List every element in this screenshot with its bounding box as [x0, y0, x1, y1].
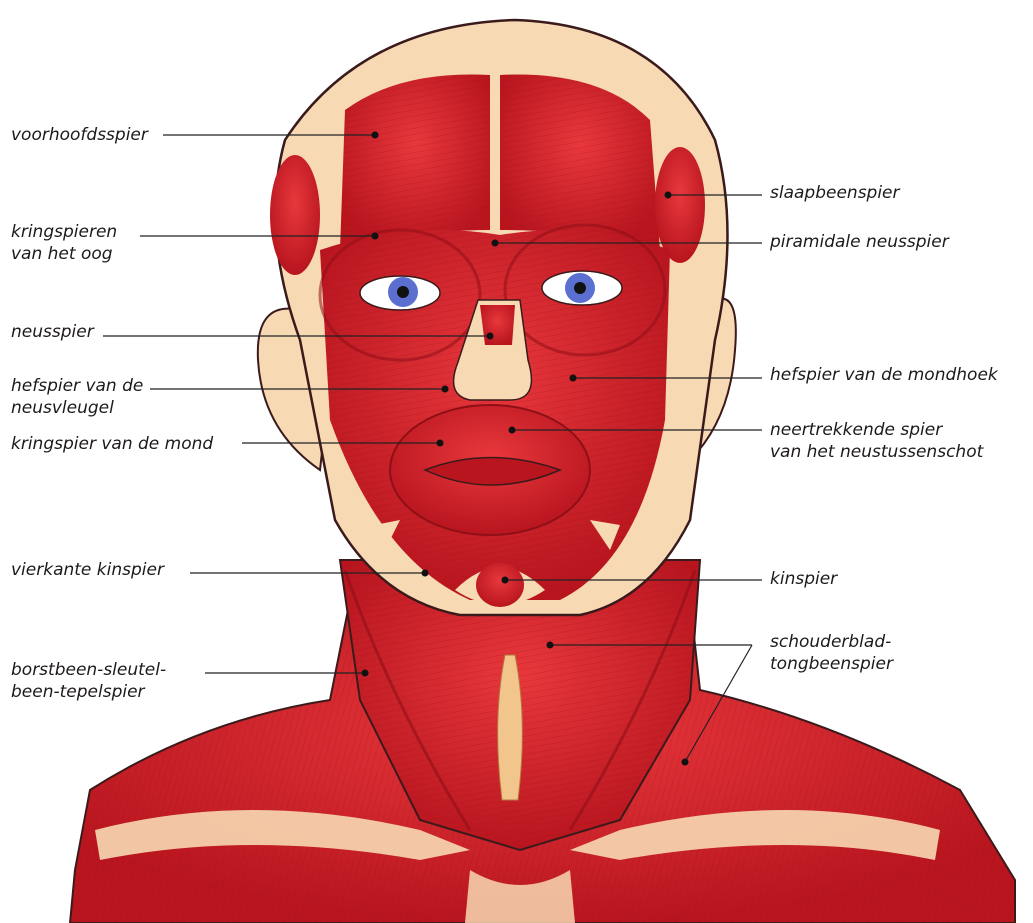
label-schouderblad-tongbeenspier: schouderblad-tongbeenspier — [770, 631, 893, 675]
label-piramidale-neusspier: piramidale neusspier — [770, 231, 949, 253]
label-borstbeen-sleutelbeen-tepelspier: borstbeen-sleutel-been-tepelspier — [11, 659, 166, 703]
label-kinspier: kinspier — [770, 568, 837, 590]
label-slaapbeenspier: slaapbeenspier — [770, 182, 900, 204]
label-kringspier-mond: kringspier van de mond — [11, 433, 213, 455]
label-neusspier: neusspier — [11, 321, 94, 343]
label-vierkante-kinspier: vierkante kinspier — [11, 559, 164, 581]
label-hefspier-mondhoek: hefspier van de mondhoek — [770, 364, 998, 386]
head — [270, 20, 728, 615]
label-voorhoofdsspier: voorhoofdsspier — [11, 124, 148, 146]
